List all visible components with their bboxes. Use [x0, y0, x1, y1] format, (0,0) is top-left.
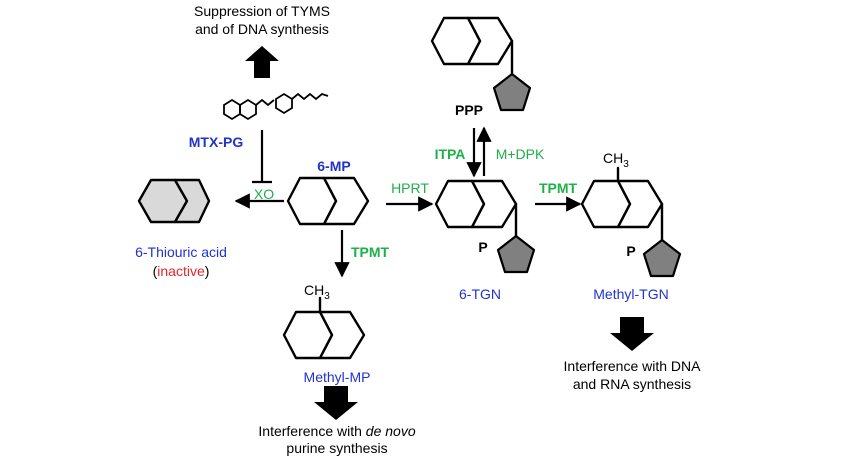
six-tgn-structure	[434, 179, 536, 274]
tpmt-right-label: TPMT	[539, 180, 578, 196]
methyl-tgn-label: Methyl-TGN	[593, 286, 668, 302]
interference-purine-line2: purine synthesis	[286, 440, 387, 456]
six-tgn-label: 6-TGN	[459, 286, 501, 302]
interference-purine-line1: Interference with de novo	[258, 423, 415, 439]
mtx-pg-label: MTX-PG	[189, 134, 244, 150]
itpa-label: ITPA	[435, 146, 466, 162]
hprt-label: HPRT	[391, 180, 429, 196]
six-mp-structure	[286, 176, 370, 226]
p-6tgn-label: P	[478, 239, 487, 255]
methyl-mp-structure	[282, 296, 366, 360]
mtx-pg-structure	[223, 92, 329, 121]
tpmt-down-label: TPMT	[351, 244, 390, 260]
ch3-methyl-tgn: CH3	[603, 150, 629, 170]
interference-dna-rna-line1: Interference with DNA	[564, 358, 702, 374]
suppression-label-line1: Suppression of TYMS	[194, 3, 330, 19]
ch3-methyl-mp: CH3	[304, 282, 330, 302]
methyl-tgn-down-arrow	[610, 317, 654, 351]
mdpk-label: M+DPK	[496, 146, 545, 162]
p-methyl-tgn-label: P	[626, 243, 635, 259]
ppp-structure	[430, 16, 532, 112]
inactive-label: (inactive)	[153, 263, 210, 279]
ppp-label: PPP	[455, 102, 483, 118]
suppression-label-line2: and of DNA synthesis	[195, 21, 329, 37]
interference-dna-rna-line2: and RNA synthesis	[573, 376, 691, 392]
methyl-mp-down-arrow	[314, 386, 358, 420]
thiouric-acid-structure	[137, 178, 211, 224]
thiouric-acid-label: 6-Thiouric acid	[135, 244, 227, 260]
big-up-arrow	[245, 46, 279, 78]
methyl-mp-label: Methyl-MP	[304, 369, 371, 385]
xo-label: XO	[254, 186, 274, 202]
six-mp-label: 6-MP	[317, 158, 350, 174]
methyl-tgn-structure	[580, 166, 682, 278]
